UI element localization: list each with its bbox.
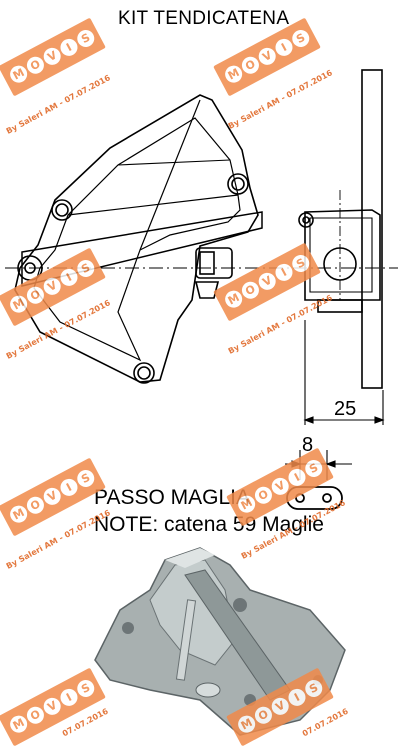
dimension-8-label: 8	[302, 434, 314, 456]
chain-note: NOTE: catena 59 Maglie	[94, 513, 324, 536]
bracket-side-view	[298, 69, 383, 389]
bracket-front-view	[14, 94, 263, 384]
dimension-25-label: 25	[334, 398, 357, 420]
dimension-25	[303, 320, 385, 425]
page-title: KIT TENDICATENA	[118, 8, 290, 29]
pitch-label: PASSO MAGLIA	[94, 486, 250, 509]
